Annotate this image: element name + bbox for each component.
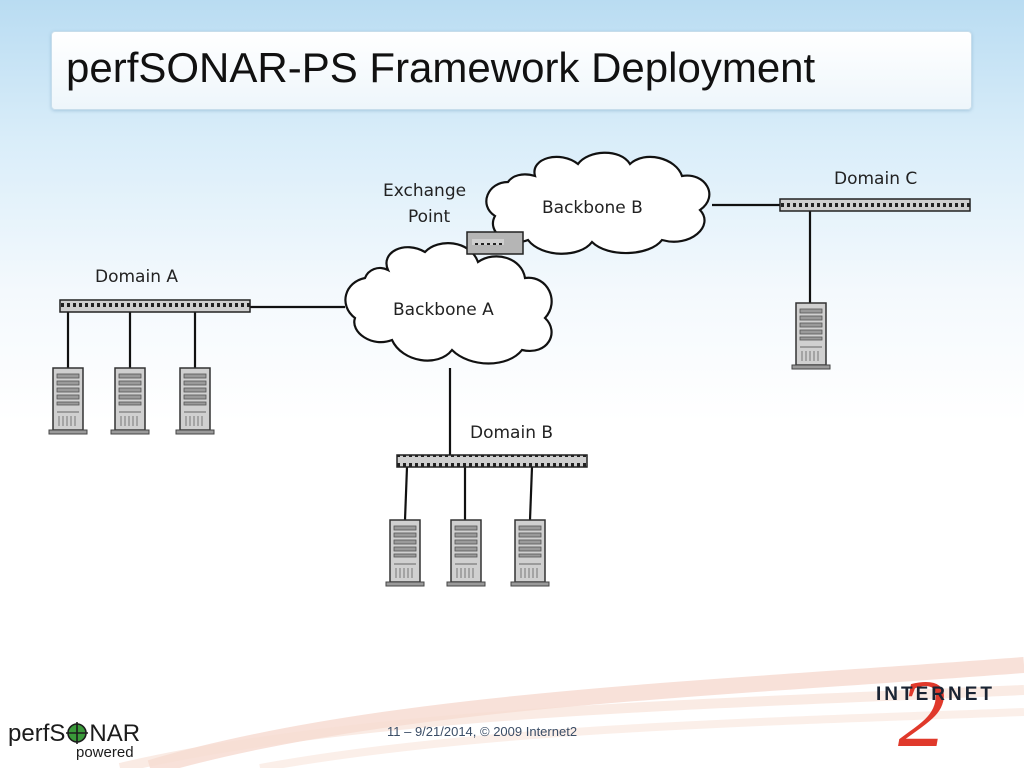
- backbone-a-cloud: [344, 242, 553, 365]
- perfsonar-logo-powered: powered: [76, 744, 134, 761]
- server-domain-a-2: [110, 367, 150, 435]
- label-domain-a: Domain A: [95, 267, 178, 287]
- title-box: perfSONAR-PS Framework Deployment: [51, 31, 972, 110]
- server-domain-a-3: [175, 367, 215, 435]
- label-domain-c: Domain C: [834, 169, 917, 189]
- label-domain-b: Domain B: [470, 423, 553, 443]
- switch-domain-b: [396, 454, 588, 468]
- switch-domain-c: [779, 198, 971, 212]
- server-domain-b-3: [510, 519, 550, 587]
- server-domain-a-1: [48, 367, 88, 435]
- label-backbone-a: Backbone A: [393, 300, 494, 320]
- switch-domain-a: [59, 299, 251, 313]
- server-domain-c-1: [791, 302, 831, 370]
- exchange-point-device: [466, 231, 524, 255]
- perfsonar-logo-wordmark: perfS NAR: [8, 720, 140, 748]
- server-domain-b-2: [446, 519, 486, 587]
- internet2-logo: 2 INTERNET: [870, 660, 1000, 760]
- label-exchange-line2: Point: [408, 207, 451, 227]
- perfsonar-target-icon: [66, 722, 89, 744]
- perfsonar-logo-right: NAR: [89, 720, 141, 747]
- slide-footer: 11 – 9/21/2014, © 2009 Internet2: [387, 724, 578, 739]
- perfsonar-logo-left: perfS: [8, 720, 66, 747]
- label-exchange-line1: Exchange: [383, 181, 466, 201]
- page-title: perfSONAR-PS Framework Deployment: [66, 44, 816, 91]
- server-domain-b-1: [385, 519, 425, 587]
- connection-lines: [66, 203, 812, 521]
- internet2-wordmark: INTERNET: [876, 684, 995, 705]
- internet2-numeral: 2: [898, 660, 946, 760]
- label-backbone-b: Backbone B: [542, 198, 643, 218]
- internet2-numeral-icon: 2: [898, 660, 946, 760]
- perfsonar-powered-logo: perfS NAR powered: [8, 718, 148, 762]
